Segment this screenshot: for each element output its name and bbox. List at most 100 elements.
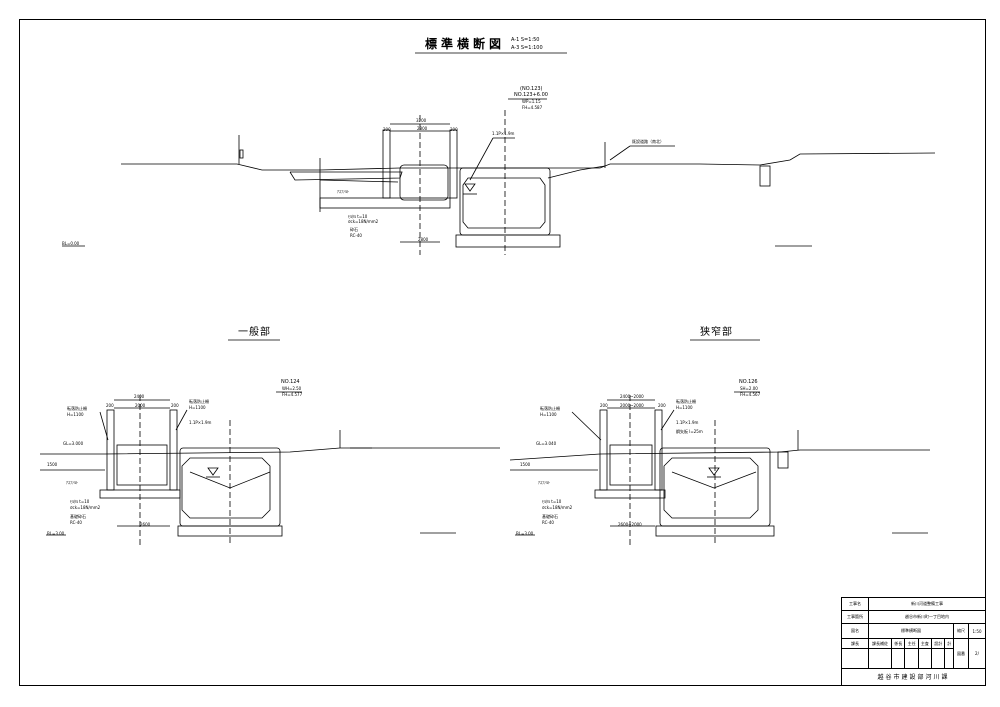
- top-water-mark: [464, 183, 476, 192]
- left-dim-r: 200: [171, 403, 179, 408]
- tb-site-label: 工事箇所: [841, 610, 869, 625]
- right-ground-line: [509, 449, 930, 461]
- tb-sign-6: [944, 647, 954, 669]
- right-label-r2: H=1100: [676, 405, 693, 410]
- tb-drawing-label: 図名: [841, 623, 869, 640]
- left-label-r2: H=1100: [189, 405, 206, 410]
- top-base-slab: [319, 197, 451, 209]
- tb-cell-1: 課長補佐: [867, 638, 893, 649]
- right-label-l1: 転落防止柵: [540, 406, 560, 411]
- tb-scale-label: 縮尺: [953, 623, 969, 640]
- top-left-post-cap: [239, 149, 244, 159]
- right-leader-r1: [660, 409, 675, 431]
- right-wall-right: [654, 409, 663, 491]
- tb-sign-2: [891, 647, 906, 669]
- right-label-l2: H=1100: [540, 412, 557, 417]
- right-box-inner: [663, 457, 759, 519]
- right-water-mark: [708, 467, 720, 476]
- tb-sign-0: [841, 647, 869, 669]
- left-label-l2: H=1100: [67, 412, 84, 417]
- left-water-mark: [207, 467, 219, 476]
- right-dim-l: 200: [600, 403, 608, 408]
- top-station-fh: FH=4.587: [522, 105, 543, 110]
- right-label-d: 基礎砕石: [542, 514, 558, 519]
- left-label-b: ﾓﾙﾀﾙ t=10: [70, 499, 90, 504]
- tb-fig-label: 図番: [953, 638, 969, 669]
- scale-a1: A-1 S=1:50: [511, 37, 540, 43]
- right-label-h: 1500: [520, 462, 531, 467]
- left-label-c: σck=18N/mm2: [70, 505, 101, 510]
- right-leader-l1: [571, 411, 602, 441]
- section-title-narrow: 狭窄部: [700, 327, 733, 338]
- tb-cell-3: 主任: [904, 638, 919, 649]
- left-label-r1: 転落防止柵: [189, 399, 209, 404]
- top-water-line: [319, 179, 399, 183]
- top-dim-200-left: 200: [383, 127, 391, 132]
- left-box-inner: [181, 457, 271, 519]
- tb-project-label: 工事名: [841, 596, 869, 612]
- top-station-wp: WP=1.15: [522, 99, 541, 104]
- top-label-note2: σck=18N/mm2: [348, 219, 379, 224]
- scale-a3: A-3 S=1:100: [511, 45, 543, 51]
- left-station: NO.124: [281, 379, 300, 385]
- left-label-l1: 転落防止柵: [67, 406, 87, 411]
- right-dim-top: 2400~2000: [620, 394, 644, 399]
- top-label-note1: ﾓﾙﾀﾙ t=10: [348, 214, 368, 219]
- top-slope: [547, 165, 606, 179]
- top-box-inner: [462, 177, 546, 229]
- tb-cell-4: 主査: [917, 638, 933, 649]
- top-inner-channel: [399, 164, 449, 201]
- tb-sign-3: [904, 647, 919, 669]
- right-station-sub1: SH=2.00: [740, 386, 758, 391]
- left-label-a: ｱｽﾌｧﾙﾄ: [66, 480, 78, 485]
- top-wall-left: [382, 129, 391, 199]
- top-label-road: 既設道路（南北）: [632, 139, 664, 144]
- top-label-fill: ｱｽﾌｧﾙﾄ: [337, 189, 349, 194]
- left-dim-bottom: 2600: [140, 522, 151, 527]
- left-dim-top: 2400: [134, 394, 145, 399]
- right-label-e: RC-40: [542, 520, 554, 525]
- top-station-no1: (NO.123): [520, 86, 543, 92]
- right-label-b: ﾓﾙﾀﾙ t=10: [542, 499, 562, 504]
- top-wall-right: [449, 129, 458, 199]
- right-label-pipe2: 鋼矢板 l=25m: [676, 429, 703, 434]
- section-title-general: 一般部: [238, 327, 271, 338]
- left-ground-line: [40, 447, 500, 455]
- top-ditch: [759, 165, 771, 187]
- tb-sign-5: [931, 647, 946, 669]
- left-wall-right: [169, 409, 178, 491]
- right-dim-mid: 2000~2000: [620, 403, 644, 408]
- right-station-sub2: FH=4.567: [740, 392, 761, 397]
- left-dim-l: 200: [106, 403, 114, 408]
- left-leader-l1: [99, 411, 109, 441]
- right-box-base: [655, 525, 775, 537]
- tb-cell-5: 設計: [931, 638, 946, 649]
- left-label-d: 基礎砕石: [70, 514, 86, 519]
- top-label-base: 砕石: [350, 227, 358, 232]
- right-dim-r: 200: [658, 403, 666, 408]
- top-label-pipe: 1.1P×1.9m: [492, 131, 515, 136]
- tb-cell-0: 課長: [841, 638, 869, 649]
- top-label-base2: RC-40: [350, 233, 362, 238]
- right-water-curve: [671, 471, 757, 489]
- right-label-gl: GL=3.040: [536, 441, 557, 446]
- left-station-sub2: FH=4.577: [282, 392, 303, 397]
- drawing-main-title: 標準横断図: [425, 37, 506, 51]
- tb-scale-value: 1:50: [968, 623, 986, 640]
- left-label-pipe: 1.1P×1.9m: [189, 420, 212, 425]
- right-inner-channel: [609, 444, 653, 486]
- tb-sign-4: [917, 647, 933, 669]
- right-label-bl: BL=3.00: [516, 531, 534, 536]
- drawing-sheet-border: [19, 19, 986, 686]
- left-inner-channel: [116, 444, 168, 486]
- left-water-curve: [189, 471, 271, 489]
- top-leader-pipe: [469, 137, 494, 181]
- top-leader-road: [609, 145, 631, 161]
- top-label-bl: BL=0.00: [62, 241, 80, 246]
- right-station: NO.126: [739, 379, 758, 385]
- top-dim-3200: 3200: [416, 118, 427, 123]
- left-label-h: 1500: [47, 462, 58, 467]
- tb-sign-1: [867, 647, 893, 669]
- tb-project-value: 新川河道整備工事: [868, 596, 986, 612]
